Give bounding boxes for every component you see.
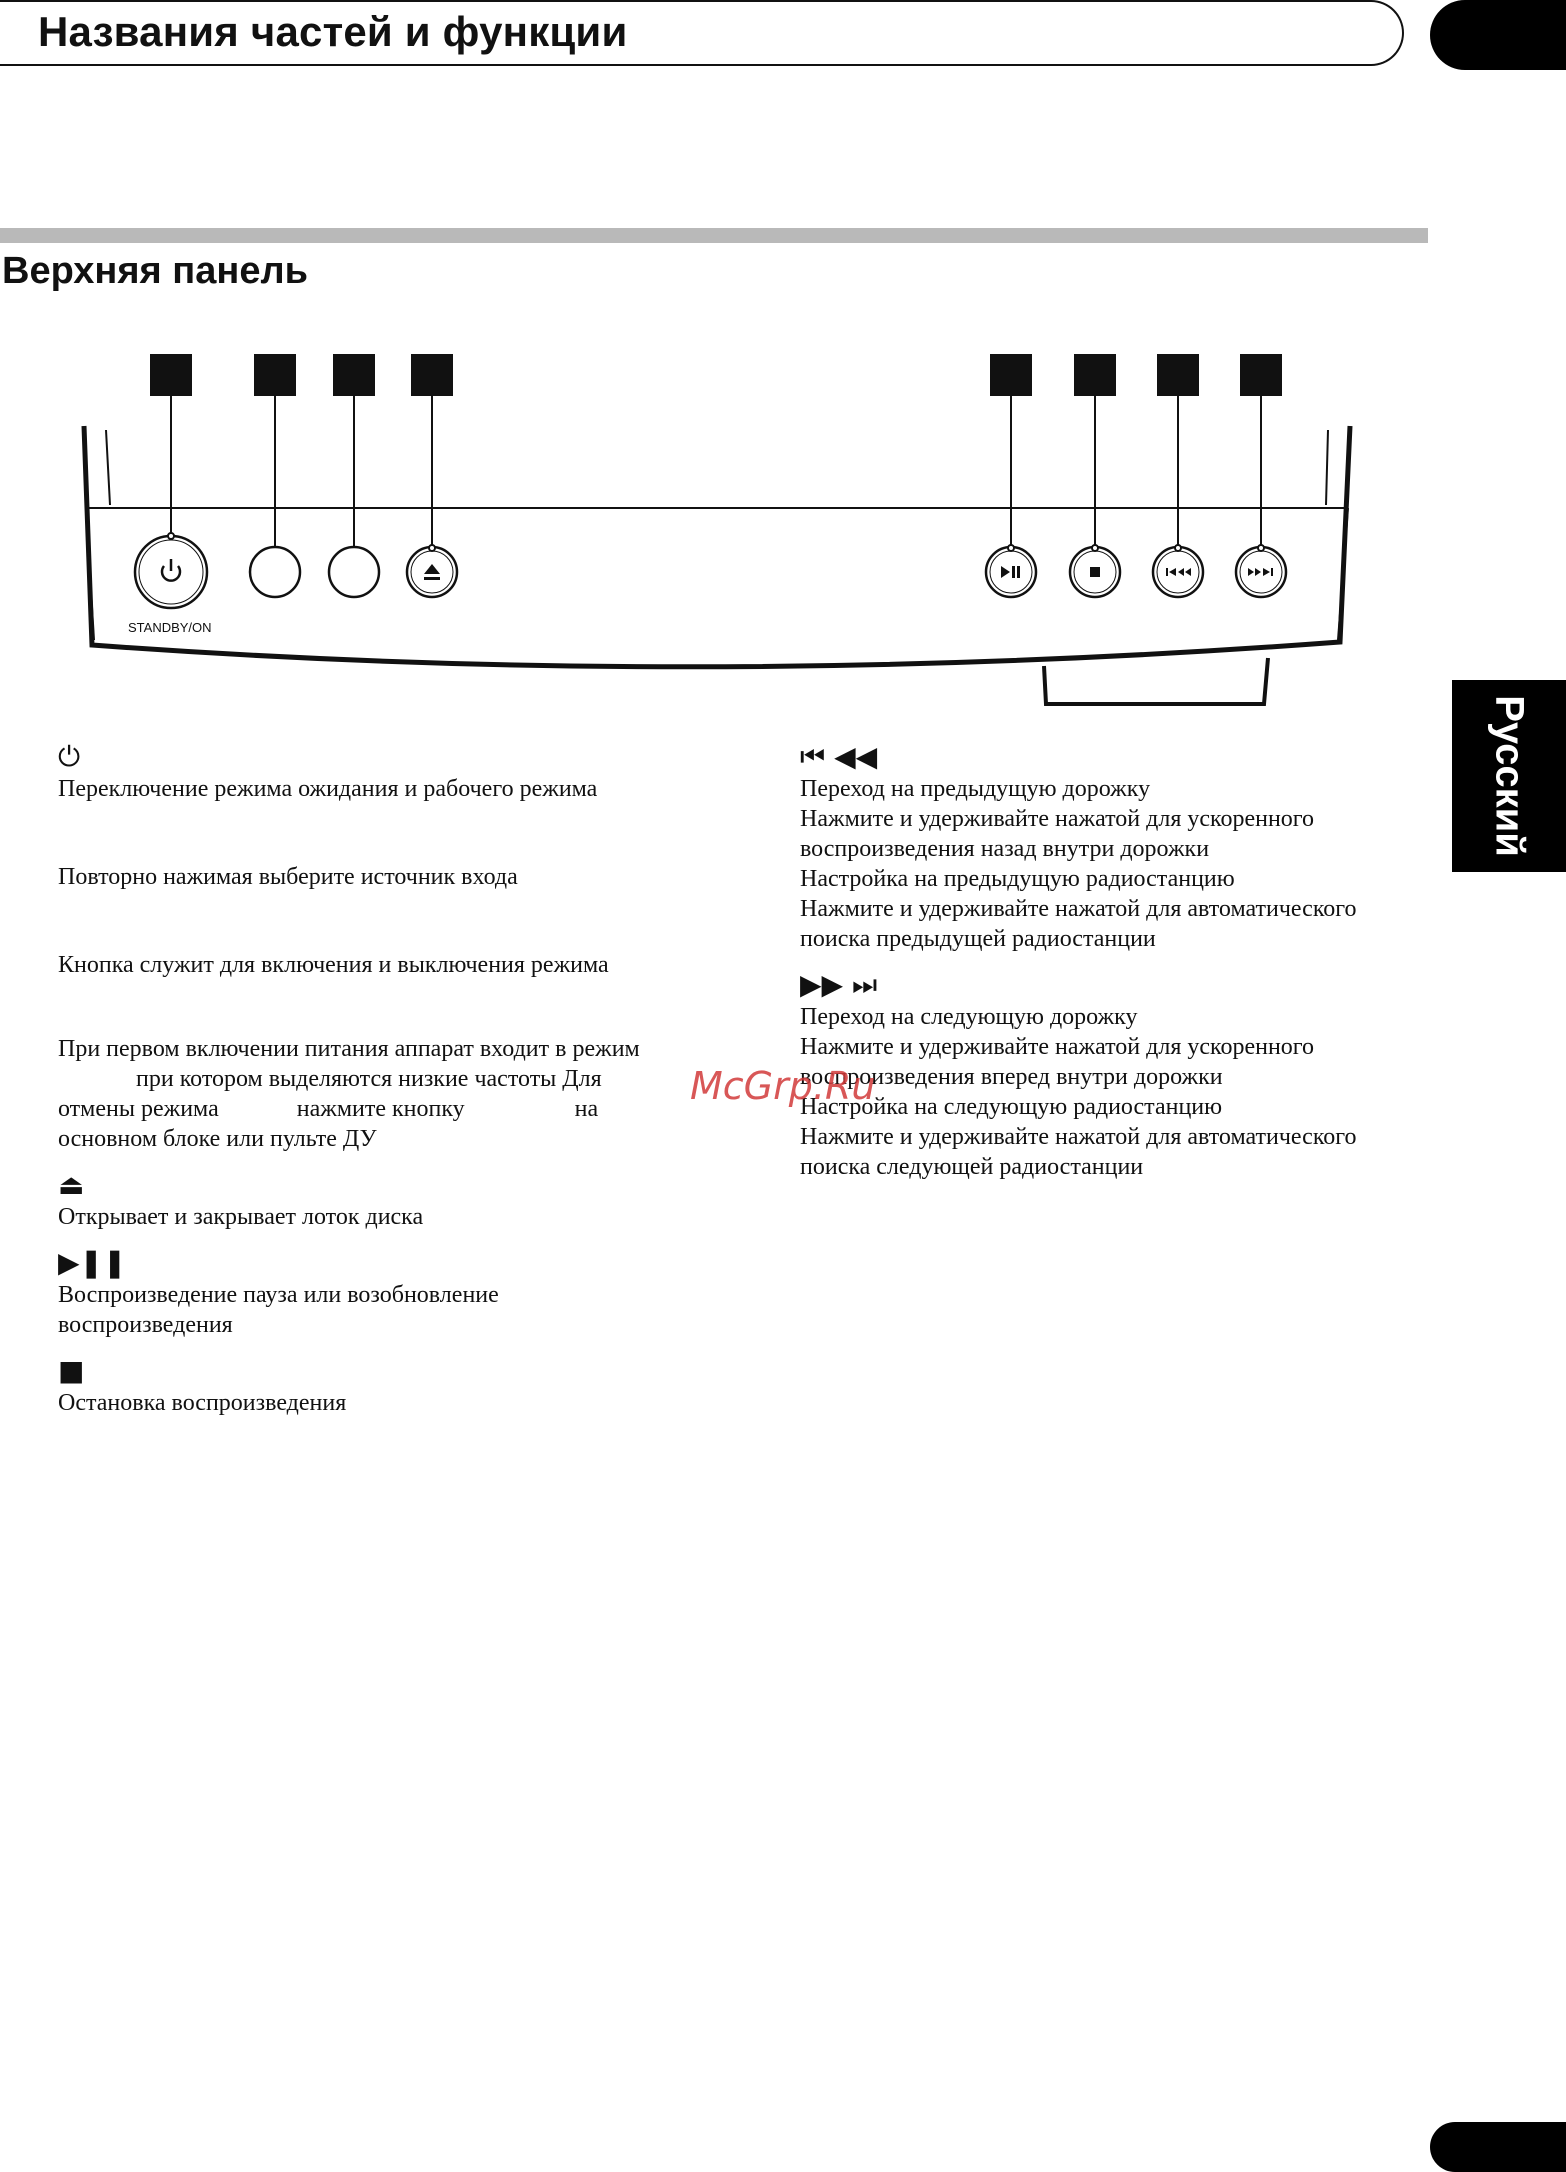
eject-symbol: ⏏ (58, 1168, 85, 1201)
next-line-4: Настройка на следующую радиостанцию (800, 1094, 1223, 1120)
callout-5 (990, 354, 1032, 548)
prev-line-6: поиска предыдущей радиостанции (800, 926, 1156, 952)
mode-line-4: основном блоке или пульте ДУ (58, 1126, 377, 1152)
prev-line-3: воспроизведения назад внутри дорожки (800, 836, 1210, 862)
mode-line-3c: на (574, 1096, 599, 1122)
prev-symbol: ⏮ ◀◀ (800, 740, 878, 773)
next-symbol: ▶▶ ⏭ (800, 968, 878, 1001)
watermark: McGrp.Ru (690, 1064, 876, 1108)
page-number-tab-bottom (1430, 2122, 1566, 2172)
play-description-2: воспроизведения (58, 1312, 233, 1338)
play-pause-icon (1001, 566, 1020, 578)
panel-left-bevel (85, 507, 95, 641)
stop-button[interactable] (1068, 544, 1122, 599)
callout-2 (254, 354, 296, 558)
prev-line-5: Нажмите и удерживайте нажатой для автома… (800, 896, 1357, 922)
page-number-tab (1430, 0, 1566, 70)
prev-line-1: Переход на предыдущую дорожку (800, 776, 1151, 802)
mode-line-2: при котором выделяются низкие частоты Дл… (136, 1066, 602, 1092)
prev-line-2: Нажмите и удерживайте нажатой для ускоре… (800, 806, 1315, 832)
language-tab: Русский (1452, 680, 1566, 872)
prev-button[interactable] (1151, 544, 1205, 599)
power-icon (160, 559, 182, 582)
next-line-1: Переход на следующую дорожку (800, 1004, 1138, 1030)
mode-line-3b: нажмите кнопку (296, 1096, 465, 1122)
next-button[interactable] (1234, 544, 1288, 599)
play-pause-symbol: ▶❚❚ (58, 1246, 127, 1279)
section-divider (0, 228, 1428, 243)
input-description: Повторно нажимая выберите источник входа (58, 864, 518, 890)
eject-icon (424, 564, 440, 580)
next-line-6: поиска следующей радиостанции (800, 1154, 1144, 1180)
panel-outline (81, 425, 1353, 670)
section-title: Верхняя панель (2, 250, 308, 292)
input-button[interactable] (248, 545, 302, 599)
next-icon (1248, 568, 1273, 576)
page-title: Названия частей и функции (38, 8, 628, 55)
mode-paragraph: При первом включении питания аппарат вхо… (58, 1034, 698, 1154)
callout-3 (333, 354, 375, 558)
right-column: ⏮ ◀◀ Переход на предыдущую дорожку Нажми… (800, 740, 1440, 1182)
left-column: ⏻ Переключение режима ожидания и рабочег… (58, 740, 698, 1418)
prev-icon (1166, 568, 1191, 576)
power-symbol: ⏻ (58, 740, 81, 773)
mode-description: Кнопка служит для включения и выключения… (58, 952, 609, 978)
panel-right-bevel (1337, 507, 1349, 641)
standby-label: STANDBY/ON (128, 620, 212, 635)
title-bar: Названия частей и функции (0, 0, 1404, 66)
play-description-1: Воспроизведение пауза или возобновление (58, 1282, 499, 1308)
stop-icon (1090, 567, 1100, 577)
callout-7 (1157, 354, 1199, 548)
stop-description: Остановка воспроизведения (58, 1390, 347, 1416)
play-pause-button[interactable] (984, 544, 1038, 599)
mode-line-3: отмены режима нажмите кнопку на (58, 1094, 698, 1124)
language-tab-label: Русский (1487, 695, 1532, 857)
eject-description: Открывает и закрывает лоток диска (58, 1204, 424, 1230)
mode-line-3a: отмены режима (58, 1096, 219, 1122)
callout-4 (411, 354, 453, 548)
top-panel-diagram: STANDBY/ON (81, 354, 1353, 706)
mode-line-1: При первом включении питания аппарат вхо… (58, 1036, 640, 1062)
next-line-3: воспроизведения вперед внутри дорожки (800, 1064, 1223, 1090)
power-description: Переключение режима ожидания и рабочего … (58, 776, 598, 802)
mode-button[interactable] (327, 545, 381, 599)
disc-tray (1042, 657, 1270, 706)
callout-1 (150, 354, 192, 536)
eject-button[interactable] (405, 544, 459, 599)
standby-button[interactable] (133, 532, 209, 610)
callout-8 (1240, 354, 1282, 548)
callout-6 (1074, 354, 1116, 548)
next-line-2: Нажмите и удерживайте нажатой для ускоре… (800, 1034, 1315, 1060)
next-line-5: Нажмите и удерживайте нажатой для автома… (800, 1124, 1357, 1150)
prev-line-4: Настройка на предыдущую радиостанцию (800, 866, 1235, 892)
stop-symbol: ■ (58, 1354, 85, 1387)
panel-inner-outline (105, 429, 1329, 506)
